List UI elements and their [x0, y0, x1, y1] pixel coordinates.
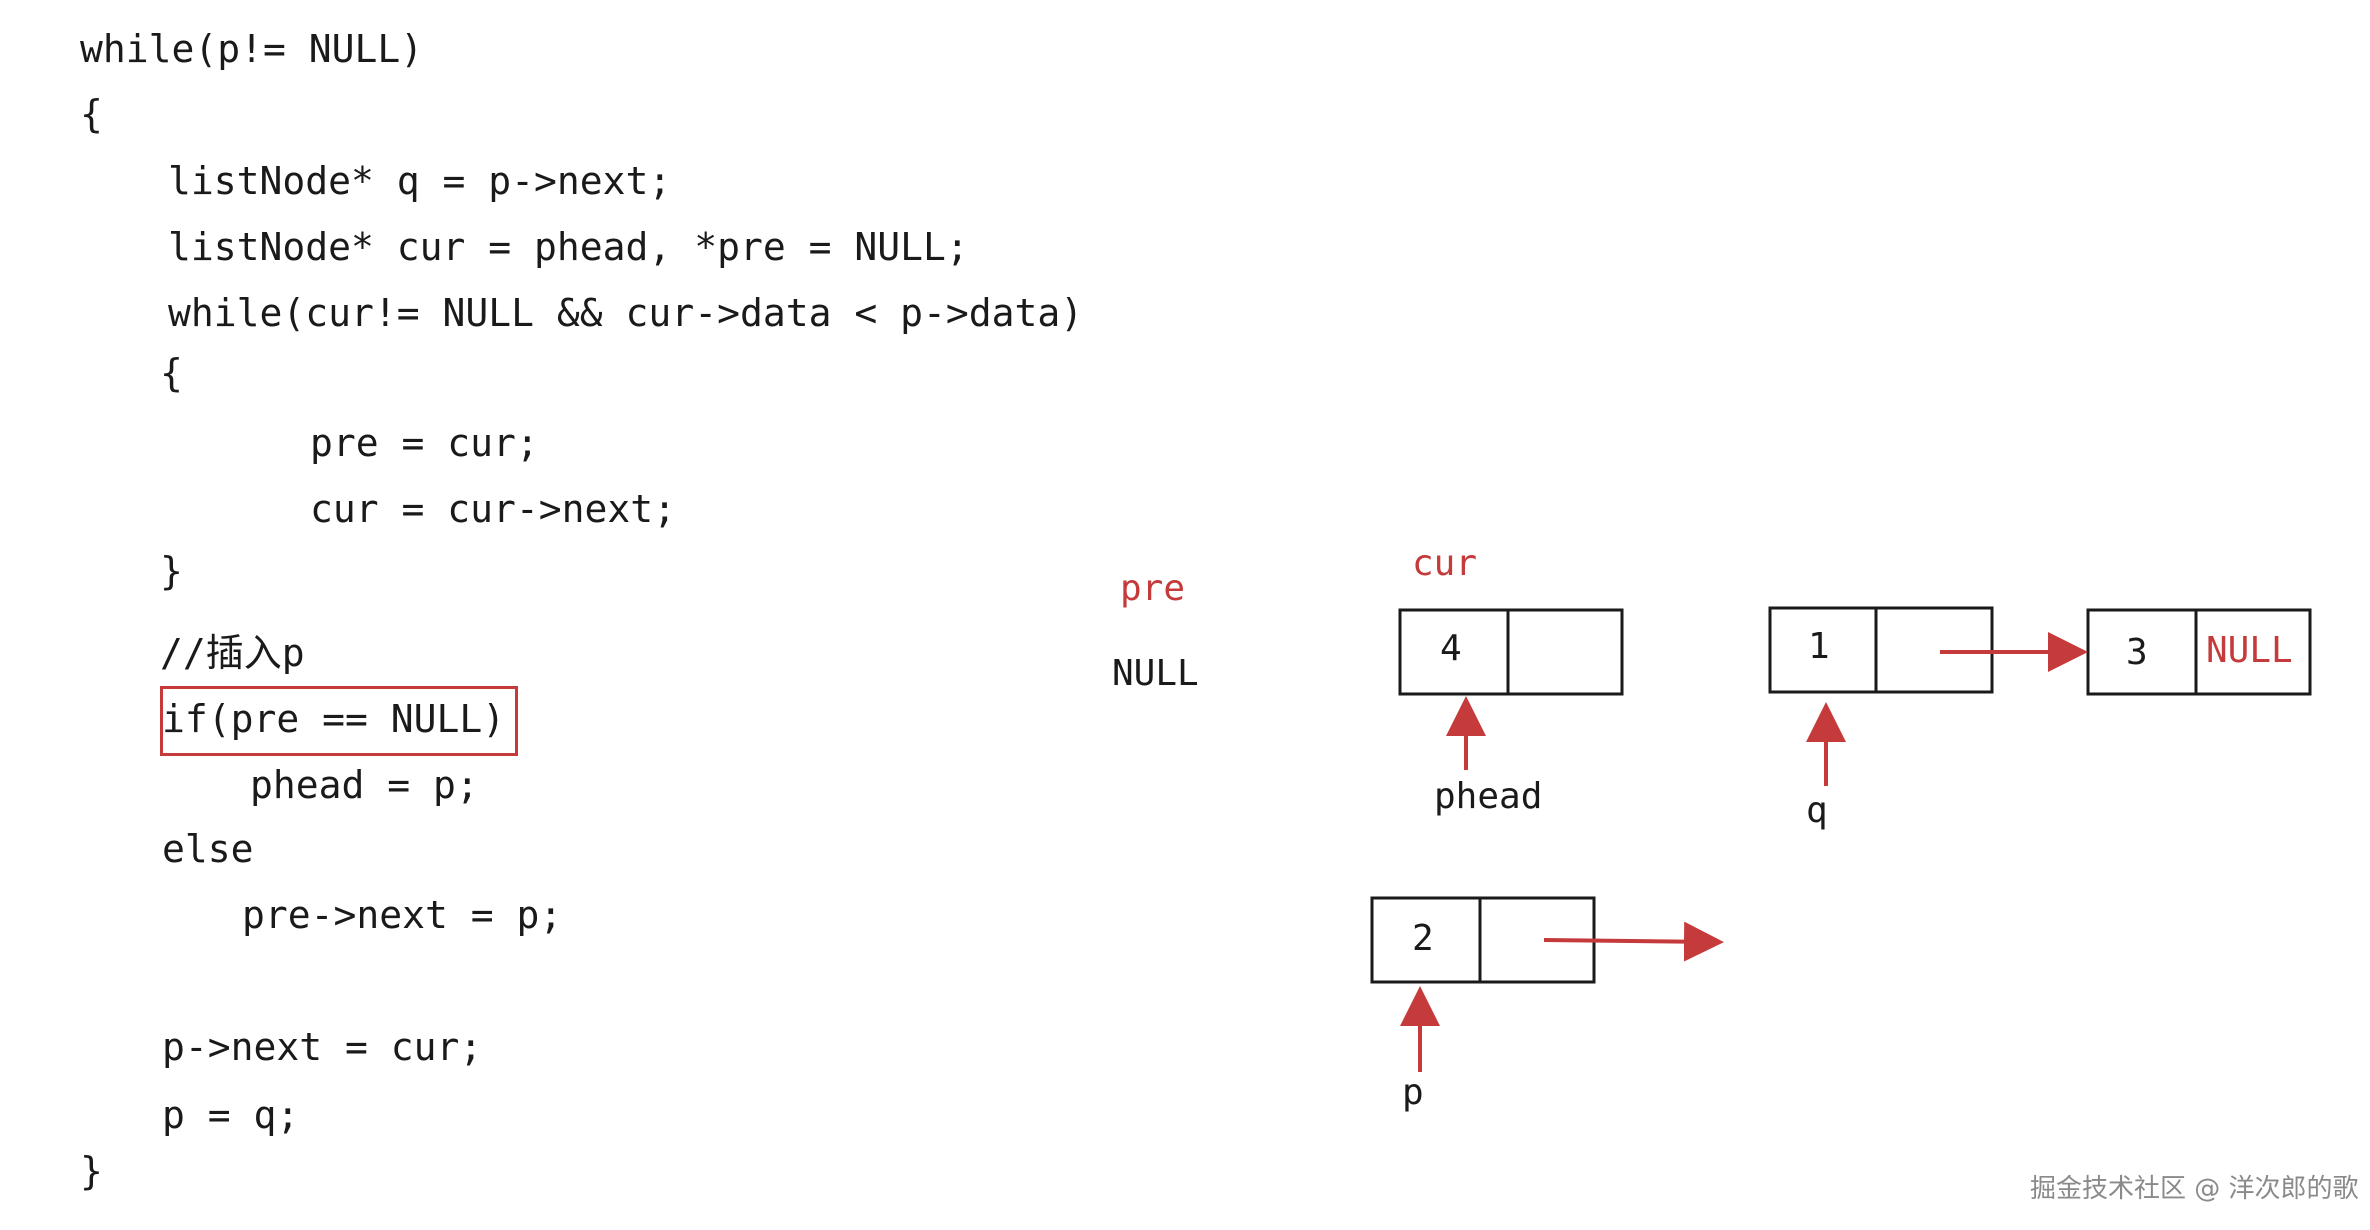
- null-label: NULL: [2206, 630, 2293, 671]
- q-label: q: [1806, 790, 1828, 831]
- next-arrow: [1543, 921, 1724, 962]
- code-panel: while(p!= NULL) { listNode* q = p->next;…: [0, 0, 1084, 1230]
- node-4: 4: [1398, 608, 1624, 696]
- watermark: 掘金技术社区 @ 洋次郎的歌: [2030, 1174, 2359, 1204]
- highlight-box: [160, 686, 518, 756]
- node-3: 3 NULL: [2086, 608, 2312, 696]
- code-line: pre = cur;: [310, 421, 539, 465]
- pre-label: pre: [1120, 568, 1185, 609]
- cur-label: cur: [1412, 543, 1477, 584]
- node-value: 2: [1412, 918, 1434, 959]
- pre-value: NULL: [1112, 653, 1199, 694]
- phead-label: phead: [1434, 776, 1542, 817]
- node-value: 1: [1808, 626, 1830, 667]
- code-line: while(cur!= NULL && cur->data < p->data): [168, 291, 1084, 335]
- code-line: listNode* q = p->next;: [168, 159, 672, 203]
- code-line: {: [80, 92, 103, 136]
- code-line: }: [160, 549, 183, 593]
- code-line: else: [162, 827, 254, 871]
- code-line: pre->next = p;: [242, 893, 563, 937]
- code-line-highlighted: if(pre == NULL): [162, 697, 506, 741]
- code-line: phead = p;: [250, 763, 479, 807]
- p-label: p: [1402, 1072, 1424, 1113]
- code-line: }: [80, 1149, 103, 1193]
- code-line: listNode* cur = phead, *pre = NULL;: [168, 225, 969, 269]
- code-line: p->next = cur;: [162, 1025, 483, 1069]
- code-line: p = q;: [162, 1093, 300, 1137]
- node-value: 4: [1440, 628, 1462, 669]
- code-line: while(p!= NULL): [80, 27, 424, 71]
- code-line: {: [160, 351, 183, 395]
- code-line: cur = cur->next;: [310, 487, 677, 531]
- node-value: 3: [2126, 632, 2148, 673]
- code-comment: //插入p: [160, 631, 305, 675]
